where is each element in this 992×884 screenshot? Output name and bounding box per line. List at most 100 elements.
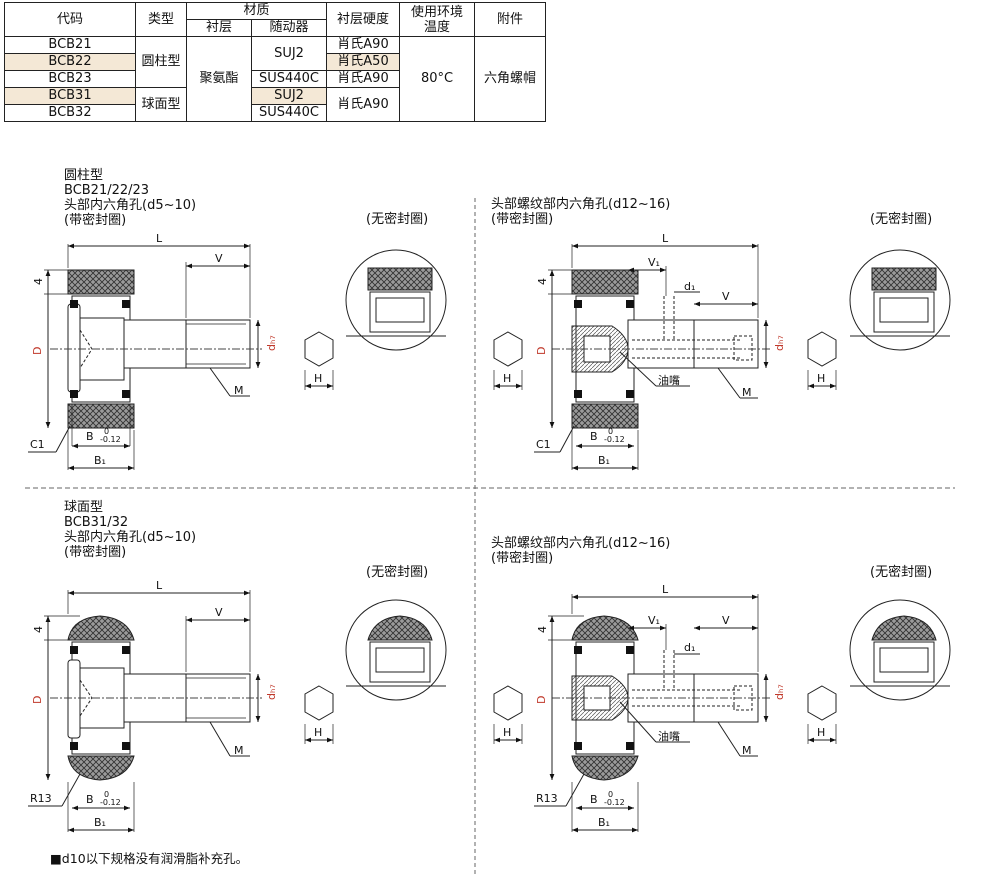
dim-C1: C1 [536,438,551,451]
dim-L: L [662,583,669,596]
dim-d1: d₁ [684,641,695,654]
drawing-sphere-thread-socket: H L V₁ d₁ V 4 D dₕ₇ 油嘴 M [493,583,951,833]
dim-D: D [31,696,44,704]
hardness-cell: 肖氏A90 [326,70,400,88]
code-cell: BCB22 [4,53,136,71]
svg-text:0: 0 [104,790,109,799]
dim-4: 4 [536,626,549,633]
dim-dh7: dₕ₇ [773,684,786,700]
dim-H: H [314,372,322,385]
dim-V: V [722,614,730,627]
drawing-cylinder-thread-socket: H L V₁ d₁ V 4 D dₕ₇ 油嘴 M [493,232,951,471]
dim-D: D [31,347,44,355]
section-codes-sphere: BCB31/32 [64,515,129,530]
dim-R13: R13 [536,792,558,805]
dim-B1: B₁ [598,454,610,467]
dim-L: L [156,232,163,245]
dim-D: D [535,696,548,704]
dim-B: B [590,430,598,443]
no-seal-label: (无密封圈) [366,565,429,580]
spec-table: 代码 类型 材质 衬层硬度 使用环境温度 附件 衬层 随动器 BCB21 圆柱型… [4,2,546,122]
table-row: BCB21 圆柱型 聚氨酯 SUJ2 肖氏A90 80°C 六角螺帽 [4,36,546,122]
no-seal-label: (无密封圈) [870,212,933,227]
dim-B1: B₁ [94,816,106,829]
dim-dh7: dₕ₇ [265,684,278,700]
dim-V1: V₁ [648,614,660,627]
dim-H: H [503,372,511,385]
dim-dh7: dₕ₇ [773,335,786,351]
no-seal-label: (无密封圈) [870,565,933,580]
dim-H: H [314,726,322,739]
dim-M: M [234,744,244,757]
dim-dh7: dₕ₇ [265,335,278,351]
section-desc-cylinder: 头部内六角孔(d5~10) [64,198,197,213]
follower-cell: SUJ2 [251,87,327,105]
oil-nipple-label: 油嘴 [658,373,680,387]
header-hardness: 衬层硬度 [326,2,400,37]
dim-B1: B₁ [94,454,106,467]
section-desc-thread-top: 头部螺纹部内六角孔(d12~16) [491,197,671,212]
section-codes-cylinder: BCB21/22/23 [64,183,150,198]
header-accessory: 附件 [474,2,546,37]
table-row: BCB22 肖氏A50 [4,53,546,71]
hardness-cell: 肖氏A90 [326,36,400,54]
dim-4: 4 [32,278,45,285]
svg-text:0: 0 [104,427,109,436]
hardness-cell: 肖氏A90 [326,87,400,122]
section-seal-sphere: (带密封圈) [64,545,127,560]
follower-cell: SUS440C [251,104,327,122]
dim-4: 4 [32,626,45,633]
drawing-sphere-hex-socket: L V 4 D dₕ₇ M B 0 -0.12 B₁ R13 H [28,579,447,833]
dim-M: M [742,386,752,399]
dim-B: B [86,793,94,806]
header-temperature: 使用环境温度 [399,2,475,37]
header-follower: 随动器 [251,19,327,37]
header-material: 材质 [186,2,327,20]
section-desc-thread-bottom: 头部螺纹部内六角孔(d12~16) [491,536,671,551]
dim-V: V [215,252,223,265]
section-title-cylinder: 圆柱型 [64,168,104,183]
header-liner: 衬层 [186,19,252,37]
dim-d1: d₁ [684,280,695,293]
dim-H: H [817,372,825,385]
section-desc-sphere: 头部内六角孔(d5~10) [64,530,197,545]
dim-V: V [722,290,730,303]
dim-V: V [215,606,223,619]
dim-L: L [662,232,669,245]
section-seal-thread-top: (带密封圈) [491,212,554,227]
svg-text:-0.12: -0.12 [604,798,625,807]
dim-R13: R13 [30,792,52,805]
follower-cell: SUJ2 [251,36,327,71]
section-seal-thread-bottom: (带密封圈) [491,551,554,566]
dim-B: B [590,793,598,806]
dim-M: M [234,384,244,397]
drawing-cylinder-hex-socket: L V 4 D dₕ₇ M B 0 -0.12 B₁ C1 H [28,232,447,471]
section-seal-cylinder: (带密封圈) [64,213,127,228]
svg-text:-0.12: -0.12 [604,435,625,444]
svg-text:-0.12: -0.12 [100,798,121,807]
dim-D: D [535,347,548,355]
oil-nipple-label: 油嘴 [658,729,680,743]
hardness-cell: 肖氏A50 [326,53,400,71]
dim-B1: B₁ [598,816,610,829]
section-title-sphere: 球面型 [64,500,104,515]
code-cell: BCB32 [4,104,136,122]
type-cell: 球面型 [135,87,187,122]
table-row: BCB31 球面型 SUJ2 肖氏A90 [4,87,546,122]
dim-V1: V₁ [648,256,660,269]
roller-bottom [67,403,135,429]
accessory-cell: 六角螺帽 [474,36,546,122]
dim-C1: C1 [30,438,45,451]
footnote: ■d10以下规格没有润滑脂补充孔。 [50,851,249,866]
dim-4: 4 [536,278,549,285]
table-row: BCB32 SUS440C [4,104,546,122]
code-cell: BCB31 [4,87,136,105]
dim-H: H [817,726,825,739]
dim-H: H [503,726,511,739]
temperature-cell: 80°C [399,36,475,122]
roller-top [67,269,135,295]
svg-text:0: 0 [608,427,613,436]
header-code: 代码 [4,2,136,37]
svg-text:0: 0 [608,790,613,799]
